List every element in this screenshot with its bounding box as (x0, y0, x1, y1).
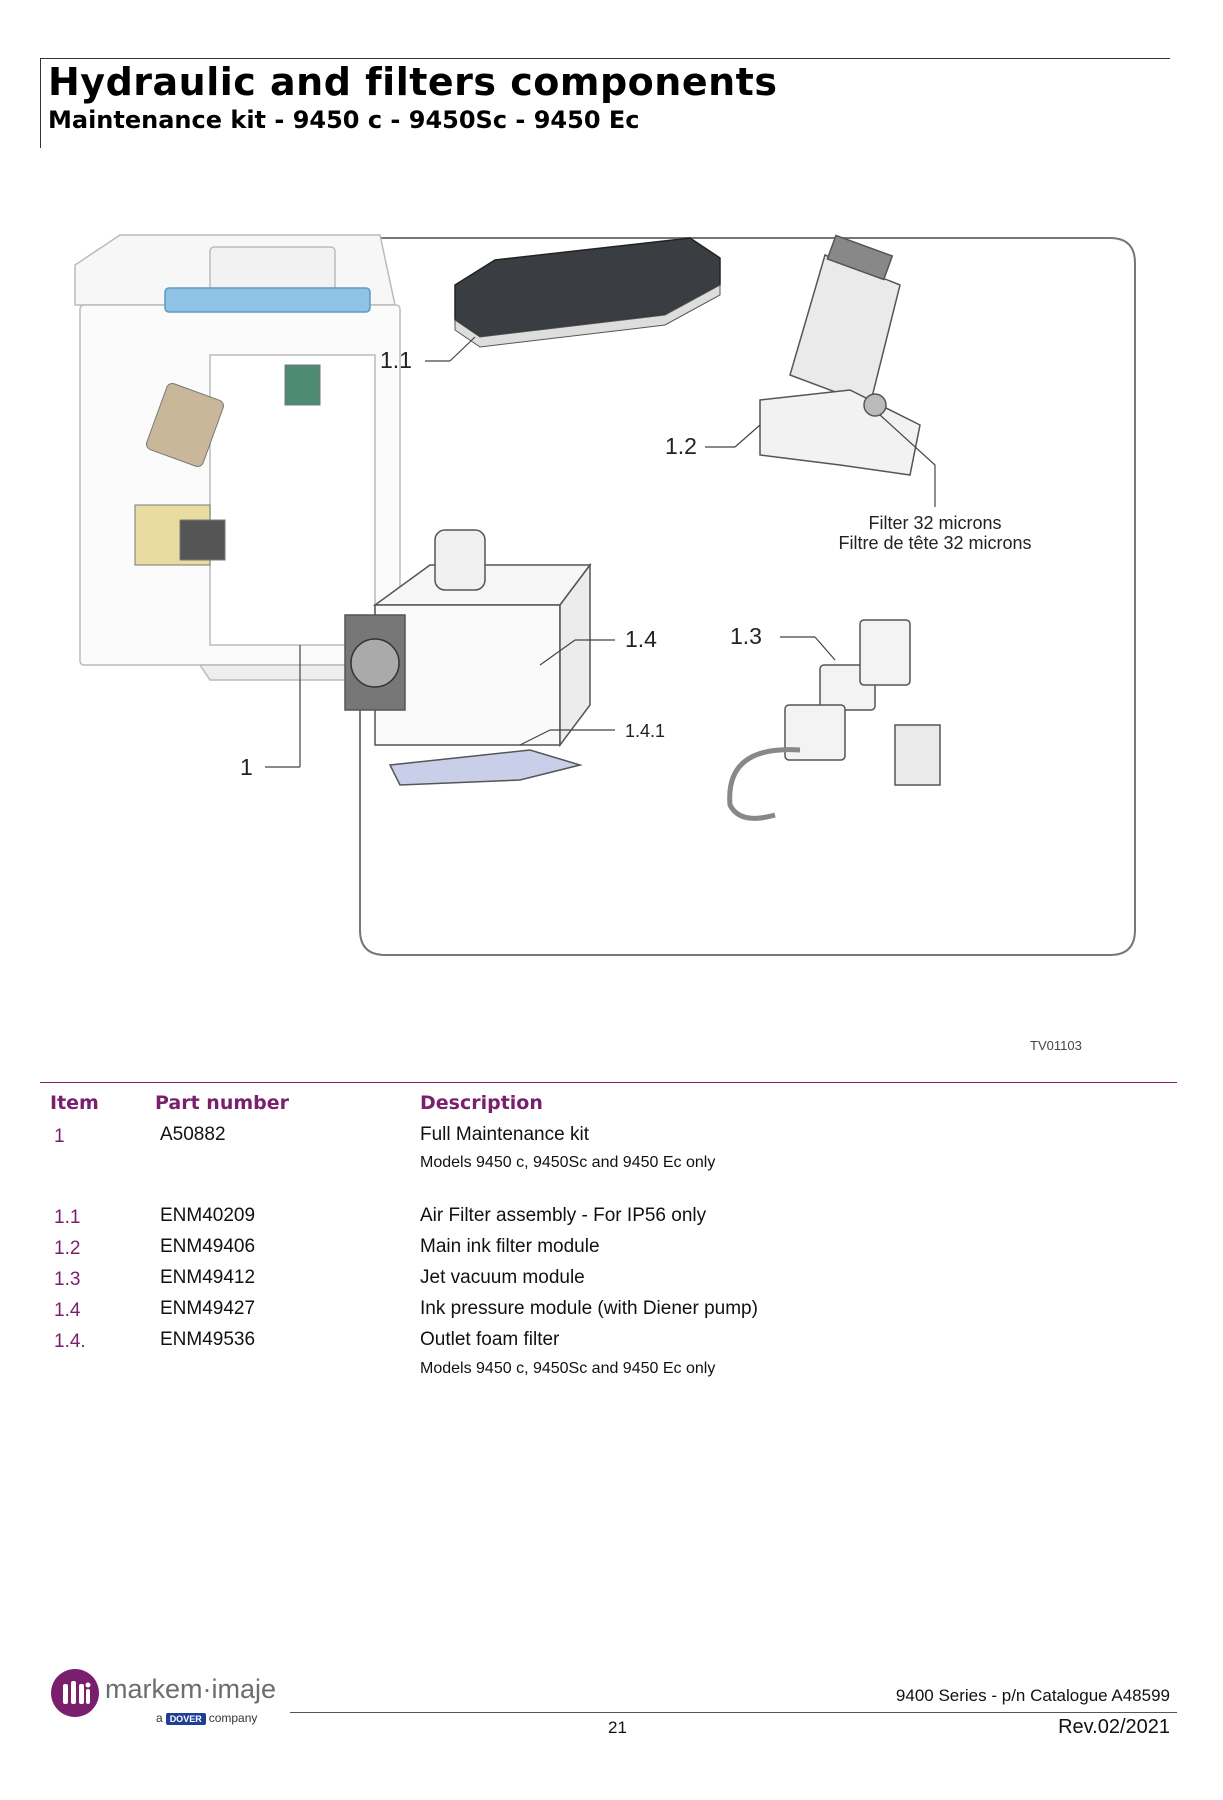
callout-1-4-1: 1.4.1 (625, 721, 665, 741)
kit-outline-frame (359, 237, 1136, 956)
row-description: Jet vacuum module (420, 1267, 585, 1288)
callout-1-3: 1.3 (730, 623, 762, 649)
brand-wordmark: markem·imaje (105, 1674, 277, 1704)
footer-rule (290, 1712, 1177, 1713)
table-row: 1 A50882 Full Maintenance kit (0, 1122, 1223, 1150)
row-part-number: ENM49412 (160, 1267, 256, 1288)
filter-label-fr: Filtre de tête 32 microns (838, 533, 1031, 553)
row-part-number: ENM49427 (160, 1298, 256, 1319)
row-note: Models 9450 c, 9450Sc and 9450 Ec only (420, 1360, 716, 1377)
row-description: Main ink filter module (420, 1236, 600, 1257)
column-header-part-number: Part number (155, 1092, 290, 1114)
table-row: 1.4 ENM49427 Ink pressure module (with D… (0, 1296, 1223, 1324)
exploded-parts-figure: 1.1 1.2 Filter 32 microns Filtre de tête… (60, 225, 1160, 985)
page-number: 21 (608, 1718, 627, 1737)
row-part-number: ENM40209 (160, 1205, 256, 1226)
page-subtitle: Maintenance kit - 9450 c - 9450Sc - 9450… (48, 106, 640, 134)
air-filter-highlight (164, 287, 371, 313)
row-item: 1.4 (54, 1300, 81, 1321)
row-part-number: ENM49406 (160, 1236, 256, 1257)
air-filter-part (454, 237, 721, 348)
ink-pressure-module-part (344, 529, 592, 786)
brand-tagline-prefix: a (156, 1711, 163, 1725)
page-title: Hydraulic and filters components (48, 60, 778, 104)
markem-imaje-logo-icon (51, 1669, 99, 1717)
dover-badge: DOVER (165, 1713, 206, 1725)
row-item: 1.2 (54, 1238, 81, 1259)
brand-tagline-suffix: company (208, 1711, 258, 1725)
filter-label-en: Filter 32 microns (868, 513, 1001, 533)
callout-1-4: 1.4 (625, 626, 657, 652)
footer-revision: Rev.02/2021 (1058, 1716, 1170, 1738)
table-top-rule (40, 1082, 1177, 1083)
row-item: 1.3 (54, 1269, 81, 1290)
column-header-item: Item (50, 1092, 99, 1114)
row-description: Air Filter assembly - For IP56 only (420, 1205, 707, 1226)
header-rule (40, 58, 1170, 59)
row-description: Full Maintenance kit (420, 1124, 589, 1145)
header-rule-left (40, 58, 41, 148)
row-part-number: A50882 (160, 1124, 226, 1145)
row-description: Ink pressure module (with Diener pump) (420, 1298, 758, 1319)
callout-1: 1 (240, 754, 253, 780)
table-row: 1.1 ENM40209 Air Filter assembly - For I… (0, 1203, 1223, 1231)
table-row: 1.2 ENM49406 Main ink filter module (0, 1234, 1223, 1262)
callout-1-2: 1.2 (665, 433, 697, 459)
jet-vacuum-module-part (727, 619, 941, 821)
table-row: 1.3 ENM49412 Jet vacuum module (0, 1265, 1223, 1293)
row-description: Outlet foam filter (420, 1329, 560, 1350)
footer-catalogue: 9400 Series - p/n Catalogue A48599 (895, 1686, 1170, 1705)
row-note: Models 9450 c, 9450Sc and 9450 Ec only (420, 1154, 716, 1171)
row-item: 1 (54, 1126, 65, 1147)
row-item: 1.1 (54, 1207, 81, 1228)
table-row: 1.4. ENM49536 Outlet foam filter (0, 1327, 1223, 1355)
cabinet-modules (134, 364, 321, 566)
callout-1-1: 1.1 (380, 347, 412, 373)
column-header-description: Description (420, 1092, 543, 1114)
row-part-number: ENM49536 (160, 1329, 256, 1350)
figure-reference: TV01103 (1030, 1038, 1082, 1053)
row-item: 1.4. (54, 1331, 86, 1352)
main-ink-filter-part (759, 234, 921, 476)
